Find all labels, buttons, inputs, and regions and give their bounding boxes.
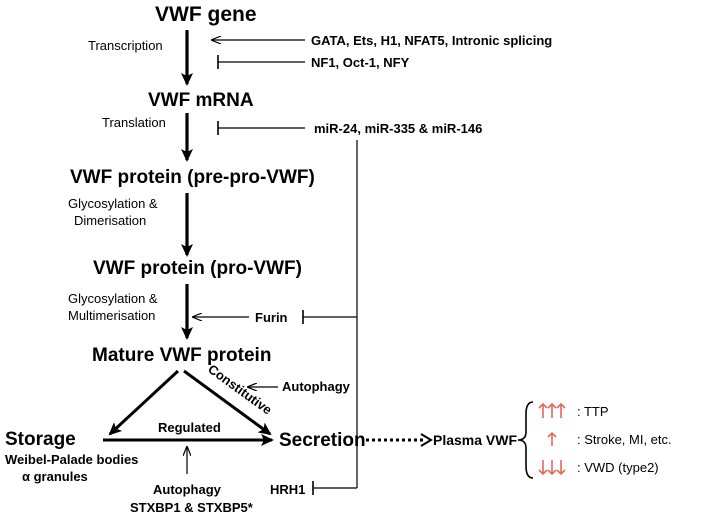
label-autophagy-constitutive: Autophagy <box>282 379 351 394</box>
arrow-mature-to-storage <box>108 369 180 436</box>
legend-row-ttp: : TTP <box>538 402 609 419</box>
node-pro-vwf: VWF protein (pro-VWF) <box>93 258 302 279</box>
label-weibel-palade: Weibel-Palade bodies <box>5 452 138 467</box>
arrowhead-plasma <box>420 433 433 447</box>
legend-label-stroke: : Stroke, MI, etc. <box>577 432 672 447</box>
label-regulated: Regulated <box>158 420 221 435</box>
label-hrh1: HRH1 <box>270 482 305 497</box>
legend-brace <box>517 401 534 479</box>
label-transcription: Transcription <box>88 38 163 53</box>
node-storage: Storage <box>5 429 76 450</box>
legend-row-stroke: : Stroke, MI, etc. <box>547 431 672 447</box>
label-transcription-promoters: GATA, Ets, H1, NFAT5, Intronic splicing <box>311 33 552 48</box>
label-glycosylation-dimerisation-1: Glycosylation & <box>68 196 158 211</box>
legend-row-vwd: : VWD (type2) <box>538 460 659 476</box>
label-alpha-granules: α granules <box>22 469 88 484</box>
node-vwf-mrna: VWF mRNA <box>148 90 254 111</box>
label-transcription-inhibitors: NF1, Oct-1, NFY <box>311 55 410 70</box>
label-translation-inhibitors: miR-24, miR-335 & miR-146 <box>314 121 482 136</box>
label-autophagy-regulated: Autophagy <box>153 482 222 497</box>
node-secretion: Secretion <box>279 430 366 451</box>
node-vwf-gene: VWF gene <box>155 3 257 26</box>
label-glycosylation-multimerisation-2: Multimerisation <box>68 308 155 323</box>
label-furin: Furin <box>255 310 288 325</box>
node-mature-vwf: Mature VWF protein <box>92 345 271 366</box>
legend-label-vwd: : VWD (type2) <box>577 460 659 475</box>
arrow-down-triple-icon <box>538 460 566 476</box>
label-stxbp: STXBP1 & STXBP5* <box>130 500 254 515</box>
legend-label-ttp: : TTP <box>577 404 609 419</box>
arrow-mature-to-secretion <box>183 369 272 436</box>
node-plasma-vwf: Plasma VWF <box>433 432 517 448</box>
arrow-up-icon <box>547 431 557 446</box>
node-pre-pro-vwf: VWF protein (pre-pro-VWF) <box>70 167 315 188</box>
label-translation: Translation <box>102 115 166 130</box>
label-constitutive: Constitutive <box>205 361 275 417</box>
label-glycosylation-multimerisation-1: Glycosylation & <box>68 291 158 306</box>
label-glycosylation-dimerisation-2: Dimerisation <box>74 213 146 228</box>
arrow-up-triple-icon <box>538 402 566 418</box>
